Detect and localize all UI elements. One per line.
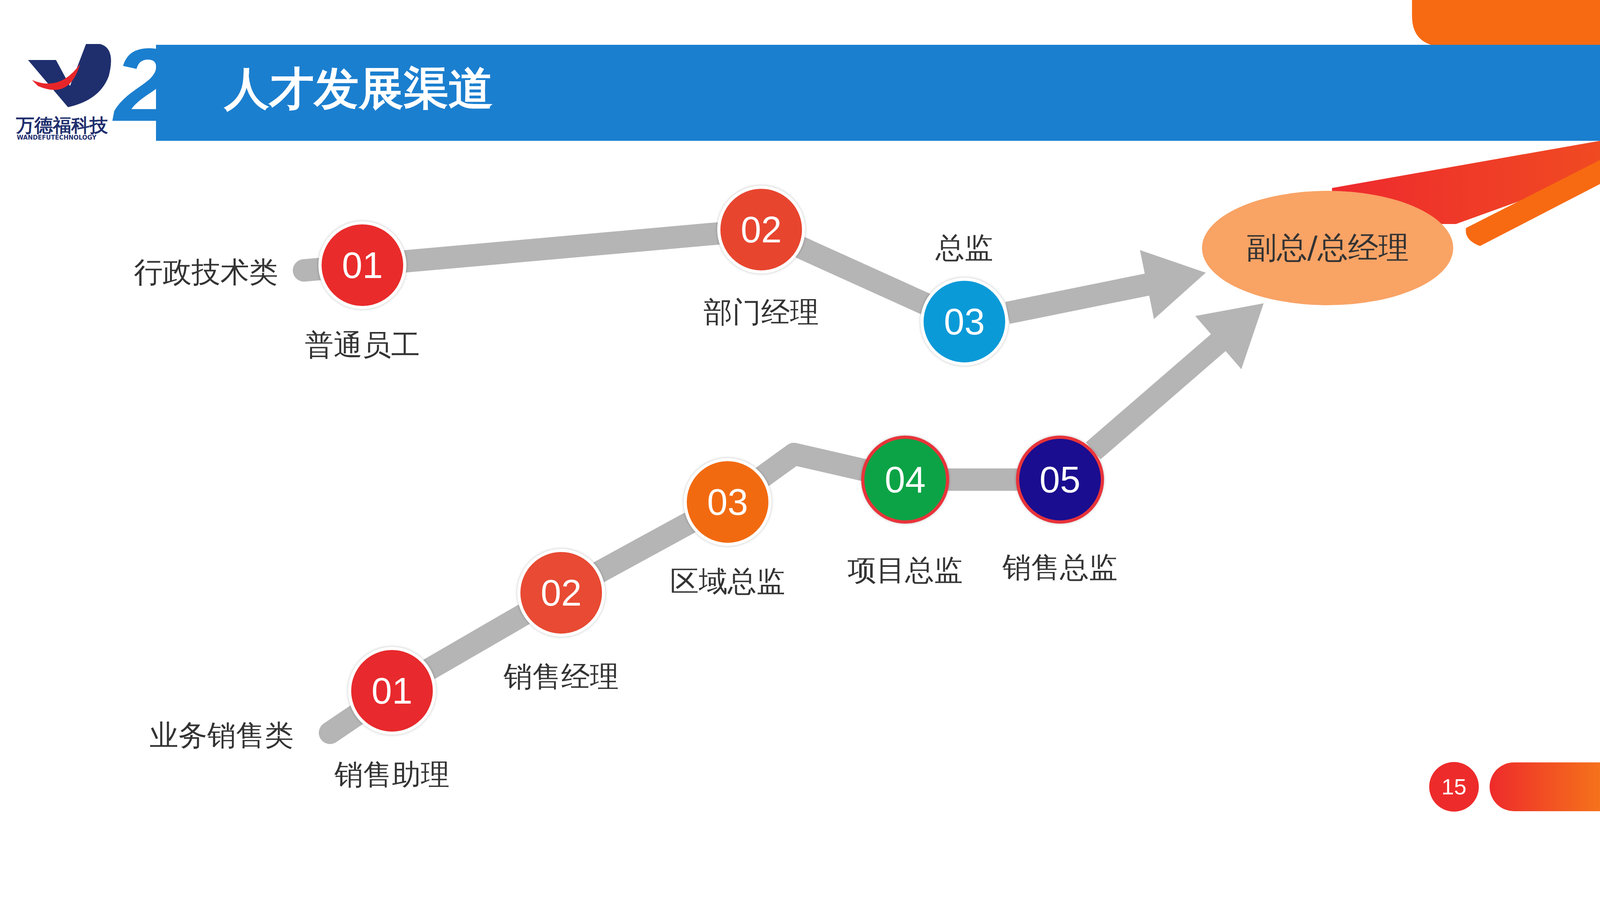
step-number: 03 <box>707 483 748 521</box>
step-circle: 01销售助理 <box>348 646 436 735</box>
track-line <box>763 454 863 477</box>
logo-swoosh <box>32 64 80 90</box>
logo-mark <box>28 44 112 108</box>
page-title: 人才发展渠道 <box>224 64 494 114</box>
logo-text: WANDEFUTECHNOLOGY <box>16 134 97 142</box>
career-track <box>763 454 863 477</box>
page-pill <box>1489 762 1600 812</box>
arrow-head <box>1195 303 1264 370</box>
page-circle <box>1429 762 1479 812</box>
career-track <box>801 247 925 304</box>
career-track <box>1007 250 1206 319</box>
category-label: 行政技术类 <box>134 256 278 288</box>
step-name: 总监 <box>935 232 994 264</box>
logo-text: 万德福科技 <box>16 115 108 136</box>
step-number: 04 <box>884 461 926 498</box>
track-line <box>406 233 718 262</box>
step-name: 销售经理 <box>503 660 619 693</box>
step-number: 02 <box>540 574 582 612</box>
track-line <box>600 523 690 572</box>
step-number: 03 <box>944 303 985 340</box>
track-line <box>801 247 925 304</box>
step-circle: 05销售总监 <box>1016 435 1104 524</box>
header-bar <box>156 44 1600 141</box>
step-number: 01 <box>342 246 383 284</box>
step-number: 01 <box>371 672 413 710</box>
step-name: 销售总监 <box>1002 551 1118 584</box>
step-circle: 02部门经理 <box>717 185 806 274</box>
corner-shape <box>1412 0 1600 48</box>
step-circle: 03区域总监 <box>683 458 772 546</box>
step-name: 销售助理 <box>334 758 450 791</box>
step-circle: 03总监 <box>920 277 1009 366</box>
step-number: 02 <box>740 211 782 248</box>
career-track <box>600 523 690 572</box>
node-text: 副总/总经理 <box>1246 227 1409 269</box>
career-track <box>1093 303 1264 451</box>
page-number: 15 <box>1441 774 1467 800</box>
category-label: 业务销售类 <box>149 719 294 752</box>
step-circle: 01普通员工 <box>318 221 407 310</box>
target-ellipse: 副总/总经理 <box>1202 190 1454 306</box>
section-number: 2 <box>114 32 172 137</box>
step-name: 区域总监 <box>670 565 786 598</box>
career-track <box>949 479 1016 480</box>
track-line <box>949 468 1016 491</box>
diagonal-stripe <box>1465 160 1600 246</box>
career-track <box>406 233 718 262</box>
step-circle: 04项目总监 <box>861 435 950 524</box>
arrow-head <box>1140 250 1206 319</box>
step-name: 项目总监 <box>847 554 963 586</box>
track-line <box>1007 284 1149 313</box>
step-name: 普通员工 <box>304 329 420 361</box>
step-name: 部门经理 <box>703 296 819 328</box>
step-circle: 02销售经理 <box>517 548 606 637</box>
step-number: 05 <box>1039 461 1081 498</box>
track-line <box>1093 341 1220 451</box>
